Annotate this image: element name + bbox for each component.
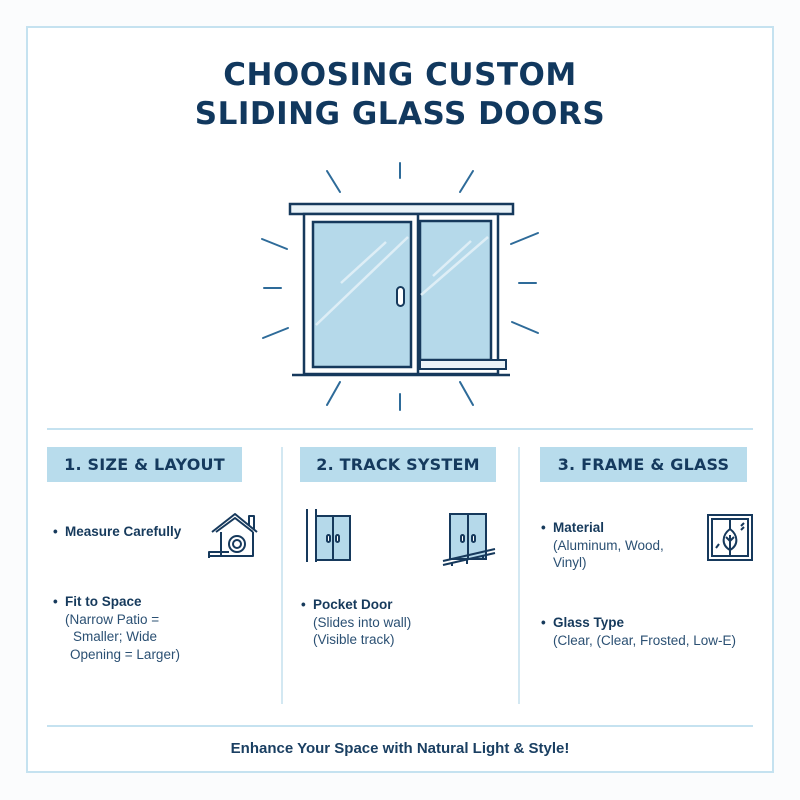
bullet-pocket-door: Pocket Door (Slides into wall) (Visible …	[313, 596, 503, 649]
column-header-size-layout: 1. SIZE & LAYOUT	[47, 447, 242, 482]
light-rays	[261, 162, 539, 411]
window-leaf-icon	[707, 514, 753, 561]
bullet-material: Material (Aluminum, Wood, Vinyl)	[553, 519, 693, 572]
bullet-title: Material	[553, 519, 693, 537]
bullet-detail: Vinyl)	[553, 555, 587, 570]
bullet-title: Glass Type	[553, 614, 763, 632]
bullet-title: Fit to Space	[65, 593, 235, 611]
surface-track-door-icon	[442, 513, 496, 566]
column-header-track-system: 2. TRACK SYSTEM	[300, 447, 496, 482]
bullet-glass-type: Glass Type (Clear, (Clear, Frosted, Low-…	[553, 614, 763, 649]
bullet-detail: (Slides into wall)	[313, 614, 412, 630]
section-divider-top	[47, 428, 753, 430]
title-line-2: SLIDING GLASS DOORS	[194, 96, 606, 132]
bullet-detail: (Visible track)	[313, 632, 395, 647]
bullet-detail: Smaller; Wide	[73, 629, 158, 644]
bullet-title: Pocket Door	[313, 596, 503, 614]
bullet-title: Measure Carefully	[65, 523, 205, 541]
section-divider-bottom	[47, 725, 753, 727]
title-line-1: CHOOSING CUSTOM	[223, 57, 577, 93]
bullet-detail: (Narrow Patio =	[65, 611, 160, 627]
footer-tagline: Enhance Your Space with Natural Light & …	[230, 740, 570, 757]
column-divider-2	[518, 447, 520, 704]
bullet-detail: (Clear, (Clear, Frosted, Low-E)	[553, 632, 737, 648]
page-title: CHOOSING CUSTOM SLIDING GLASS DOORS	[0, 56, 800, 134]
house-tape-measure-icon	[208, 513, 258, 558]
sliding-glass-door-icon	[261, 162, 539, 411]
column-header-frame-glass: 3. FRAME & GLASS	[540, 447, 747, 482]
bullet-detail: Opening = Larger)	[70, 646, 180, 662]
column-divider-1	[281, 447, 283, 704]
bullet-fit-to-space: Fit to Space (Narrow Patio = Smaller; Wi…	[65, 593, 235, 663]
pocket-door-icon	[306, 509, 351, 562]
bullet-measure-carefully: Measure Carefully	[65, 523, 205, 541]
bullet-detail: (Aluminum, Wood,	[553, 537, 664, 553]
